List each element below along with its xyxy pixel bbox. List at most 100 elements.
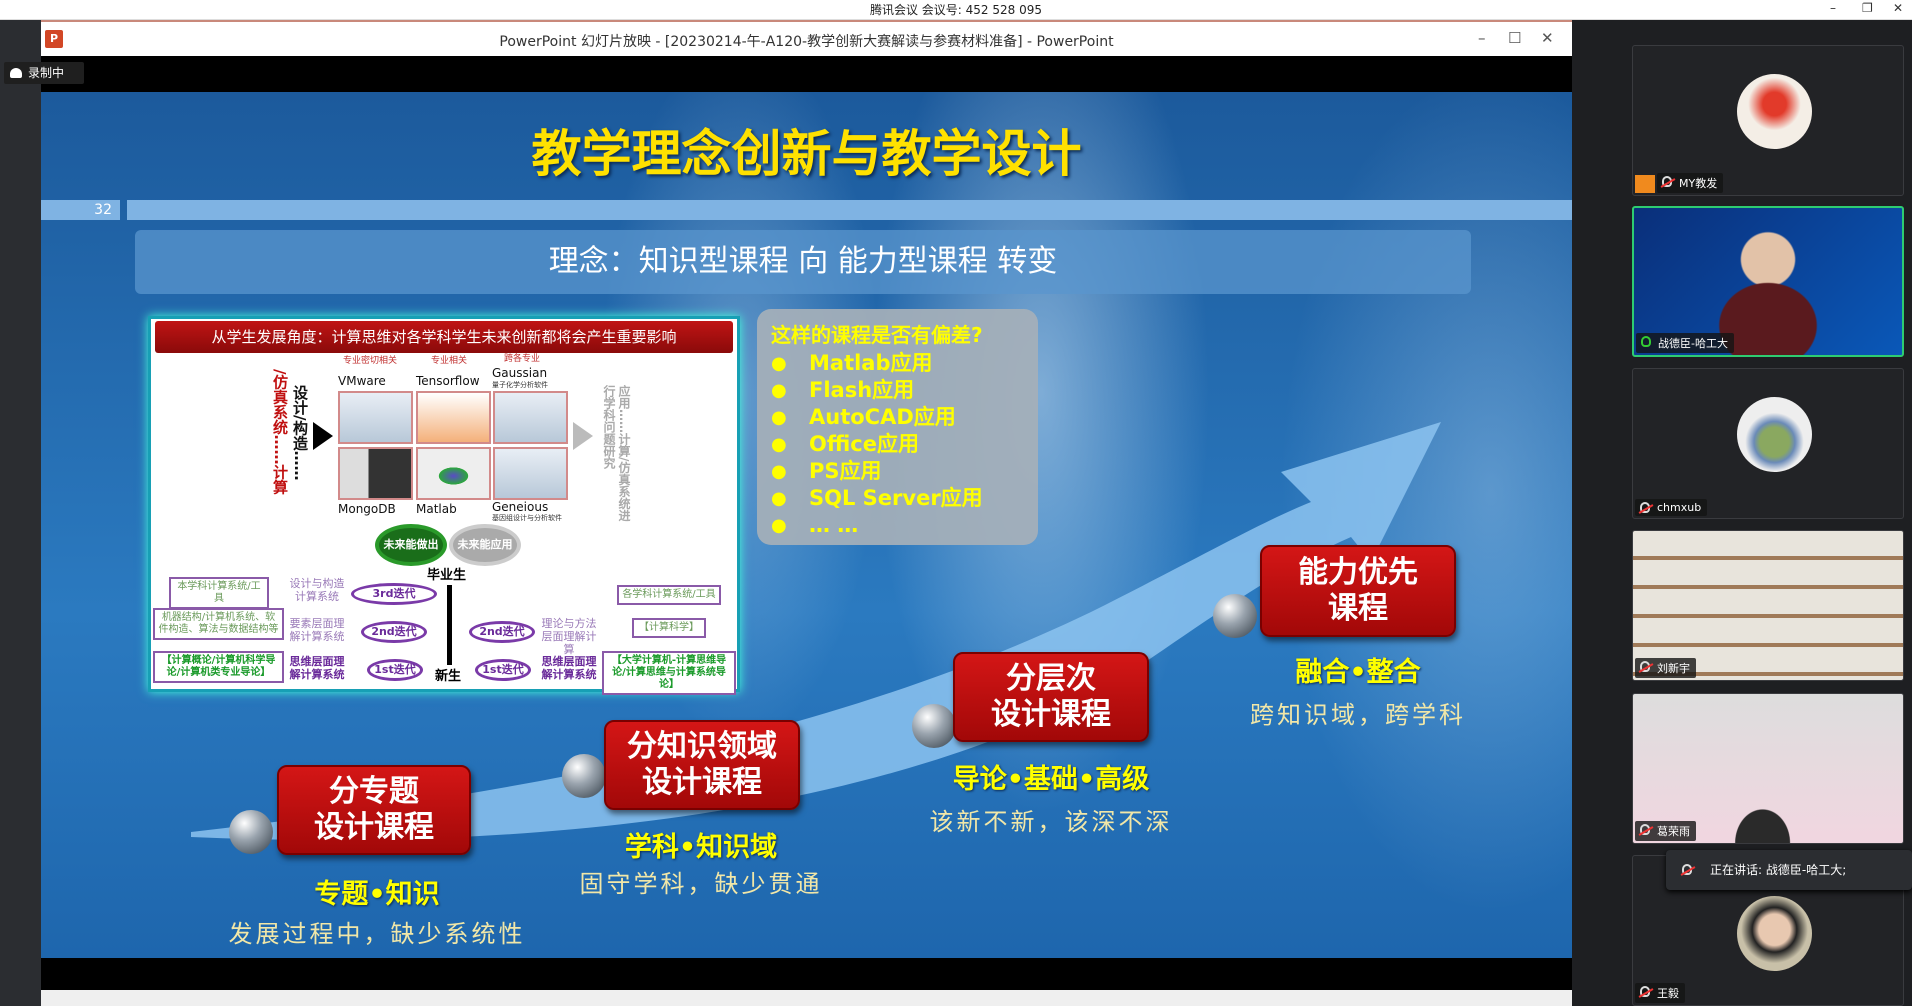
left-box: 本学科计算系统/工具 (169, 577, 269, 609)
oval-future-apply: 未来能应用 (449, 524, 521, 566)
level-label: 要素层面理解计算系统 (289, 617, 345, 643)
speaking-text: 正在讲话: 战德臣-哈工大; (1710, 863, 1847, 877)
bullet-icon: ● (771, 353, 787, 374)
stage-keywords: 学科•知识域 (624, 832, 778, 863)
screenshot-tensorflow (416, 391, 491, 444)
iteration-badge: 1st迭代 (367, 659, 423, 681)
graduate-label: 毕业生 (427, 568, 467, 583)
iteration-badge: 3rd迭代 (351, 583, 437, 605)
powerpoint-title-bar: P PowerPoint 幻灯片放映 - [20230214-午-A120-教学… (41, 20, 1572, 56)
question-item: ●Office应用 (771, 431, 1024, 458)
participant-name: 刘新宇 (1635, 658, 1696, 678)
recording-badge[interactable]: 录制中 (4, 62, 84, 84)
question-item-label: AutoCAD应用 (809, 405, 956, 429)
stage-keywords: 融合•整合 (1295, 657, 1421, 688)
bullet-icon: ● (771, 380, 787, 401)
bullet-icon: ● (771, 488, 787, 509)
stage-comment: 发展过程中，缺少系统性 (228, 920, 526, 948)
level-label: 理论与方法层面理解计算 (541, 617, 597, 656)
ppt-maximize-button[interactable]: ☐ (1508, 29, 1522, 47)
participant-tile[interactable]: MY教发 (1632, 45, 1904, 196)
mic-speaking-icon (1641, 336, 1651, 347)
oval-future-create: 未来能做出 (375, 524, 447, 566)
bullet-icon: ● (771, 515, 787, 536)
left-box: 【计算概论/计算机科学导论/计算机类专业导论】 (153, 651, 284, 683)
level-label: 设计与构造计算系统 (289, 577, 345, 603)
recording-label: 录制中 (28, 66, 65, 80)
question-item-label: Flash应用 (809, 378, 915, 402)
app-label: Geneious (492, 500, 549, 514)
app-label: MongoDB (338, 502, 396, 516)
restore-button[interactable]: ❐ (1862, 1, 1873, 15)
slide: 教学理念创新与教学设计 32 理念：知识型课程 向 能力型课程 转变 从学生发展… (41, 92, 1572, 958)
bullet-icon: ● (771, 434, 787, 455)
participant-name: 战德臣-哈工大 (1636, 333, 1734, 353)
mic-muted-icon (1640, 661, 1650, 672)
tag: 专业密切相关 (343, 356, 398, 366)
screenshot-mongodb (338, 447, 413, 500)
left-strip (0, 20, 41, 1006)
mic-muted-icon (1640, 986, 1650, 997)
question-item-label: … … (809, 513, 859, 537)
iteration-badge: 2nd迭代 (361, 621, 427, 643)
iteration-badge: 1st迭代 (475, 659, 531, 681)
stage-comment: 该新不新，该深不深 (929, 808, 1173, 836)
powerpoint-window: P PowerPoint 幻灯片放映 - [20230214-午-A120-教学… (41, 20, 1572, 1006)
stage-keywords: 导论•基础•高级 (952, 764, 1150, 795)
black-arrow-icon (313, 422, 333, 450)
avatar (1737, 74, 1812, 149)
question-box: 这样的课程是否有偏差? ●Matlab应用●Flash应用●AutoCAD应用●… (757, 309, 1038, 545)
participant-name: 王毅 (1635, 983, 1685, 1003)
question-item: ●PS应用 (771, 458, 1024, 485)
level-label: 思维层面理解计算系统 (541, 655, 597, 681)
stage-box: 分专题 设计课程 (277, 765, 471, 855)
stage-keywords: 专题•知识 (314, 879, 440, 910)
question-item: ● AutoCAD应用 (771, 404, 1024, 431)
ppt-close-button[interactable]: ✕ (1541, 29, 1554, 47)
minimize-button[interactable]: – (1830, 1, 1836, 15)
participant-tile[interactable]: chmxub (1632, 368, 1904, 519)
question-item-label: PS应用 (809, 459, 882, 483)
question-item-label: Matlab应用 (809, 351, 933, 375)
window-title: PowerPoint 幻灯片放映 - [20230214-午-A120-教学创新… (499, 34, 1114, 50)
participant-tile-video[interactable]: 葛荣雨 (1632, 693, 1904, 844)
gray-arrow-icon (573, 422, 593, 450)
participant-tile[interactable]: 王毅 (1632, 855, 1904, 1006)
meeting-title: 腾讯会议 会议号: 452 528 095 (869, 3, 1042, 17)
question-item-label: SQL Server应用 (809, 486, 983, 510)
sphere-icon (912, 704, 956, 748)
powerpoint-icon: P (45, 30, 63, 48)
freshman-label: 新生 (435, 669, 462, 684)
meeting-title-bar: 腾讯会议 会议号: 452 528 095 – ❐ ✕ (0, 0, 1912, 20)
question-item: ● … … (771, 512, 1024, 539)
stage-comment: 跨知识域，跨学科 (1250, 701, 1466, 729)
stage-box: 分层次 设计课程 (953, 652, 1149, 742)
page-number: 32 (41, 200, 120, 220)
bullet-icon: ● (771, 407, 787, 428)
left-vertical-text-red: /仿真系统……计算 (271, 369, 289, 495)
screenshot-matlab (416, 447, 491, 500)
slide-subtitle: 理念：知识型课程 向 能力型课程 转变 (135, 230, 1471, 294)
question-item: ● SQL Server应用 (771, 485, 1024, 512)
participant-tile-video[interactable]: 刘新宇 (1632, 530, 1904, 681)
sphere-icon (562, 754, 606, 798)
level-label: 思维层面理解计算系统 (289, 655, 345, 681)
app-note: 基因组设计与分析软件 (492, 514, 562, 522)
participant-tile-active[interactable]: 战德臣-哈工大 (1632, 206, 1904, 357)
slide-title: 教学理念创新与教学设计 (531, 125, 1082, 183)
speaking-indicator: 正在讲话: 战德臣-哈工大; (1666, 850, 1912, 890)
iteration-badge: 2nd迭代 (469, 621, 535, 643)
app-note: 量子化学分析软件 (492, 381, 548, 389)
screenshot-vmware (338, 391, 413, 444)
close-button[interactable]: ✕ (1893, 1, 1904, 15)
stage-comment: 固守学科，缺少贯通 (579, 870, 823, 898)
growth-arrow (191, 422, 1441, 841)
right-box: 各学科计算系统/工具 (617, 585, 721, 605)
sphere-icon (1213, 594, 1257, 638)
ppt-minimize-button[interactable]: – (1478, 29, 1486, 47)
avatar (1737, 397, 1812, 472)
mic-muted-icon (1662, 176, 1672, 187)
ppt-status-bar (41, 990, 1572, 1006)
host-icon (1635, 175, 1655, 193)
mic-muted-icon (1640, 824, 1650, 835)
